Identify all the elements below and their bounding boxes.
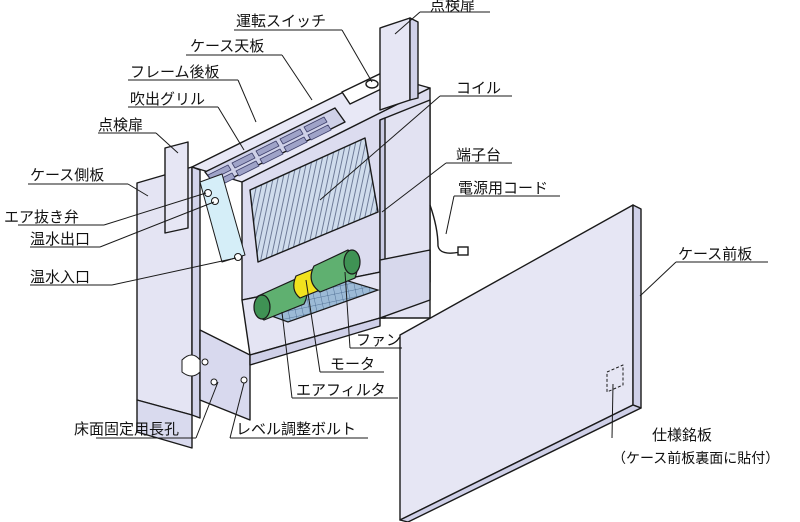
label-motor: モータ: [330, 355, 375, 373]
label-inspection-door-left: 点検扉: [98, 116, 143, 134]
operation-switch: [365, 79, 379, 89]
label-fan: ファン: [356, 331, 401, 349]
hot-water-inlet-port: [234, 253, 242, 261]
labels: 点検扉 運転スイッチ ケース天板 フレーム後板 吹出グリル 点検扉 コイル ケー…: [4, 0, 779, 467]
label-inspection-door-top: 点検扉: [430, 0, 475, 14]
label-power-cord: 電源用コード: [458, 179, 548, 197]
label-air-filter: エアフィルタ: [296, 381, 386, 399]
hot-water-outlet-port: [211, 197, 219, 205]
label-floor-fixing-slot: 床面固定用長孔: [74, 420, 179, 438]
label-case-side-plate: ケース側板: [30, 166, 104, 184]
piping-panel: [199, 173, 246, 263]
inspection-door-top: [379, 17, 411, 111]
floor-parts: [181, 354, 248, 386]
label-frame-rear-plate: フレーム後板: [130, 63, 220, 81]
label-level-adjust-bolt: レベル調整ボルト: [236, 420, 356, 438]
label-nameplate: 仕様銘板: [652, 426, 712, 444]
case-front-plate: [399, 204, 642, 522]
label-case-top-plate: ケース天板: [190, 37, 264, 55]
label-hot-water-outlet: 温水出口: [30, 230, 90, 248]
label-terminal-block: 端子台: [456, 146, 501, 164]
unit-body: [136, 17, 431, 449]
label-air-vent-valve: エア抜き弁: [4, 208, 79, 226]
label-outlet-grille: 吹出グリル: [130, 90, 205, 108]
floor-fixing-slot: [181, 354, 201, 377]
label-hot-water-inlet: 温水入口: [30, 268, 90, 286]
label-coil: コイル: [456, 79, 501, 97]
label-nameplate-note: （ケース前板裏面に貼付）: [612, 450, 779, 467]
leader-lines: [18, 11, 768, 439]
fan-assembly: [253, 249, 361, 321]
label-operation-switch: 運転スイッチ: [236, 12, 326, 30]
power-cord: [429, 204, 469, 256]
valves: [204, 189, 242, 261]
left-foot: [136, 399, 193, 449]
nameplate-outline: [606, 364, 624, 393]
coil: [249, 137, 379, 263]
right-base: [379, 249, 431, 319]
level-adjust-bolt: [240, 376, 248, 384]
label-case-front-plate: ケース前板: [678, 245, 752, 263]
inspection-door-left: [164, 141, 189, 234]
